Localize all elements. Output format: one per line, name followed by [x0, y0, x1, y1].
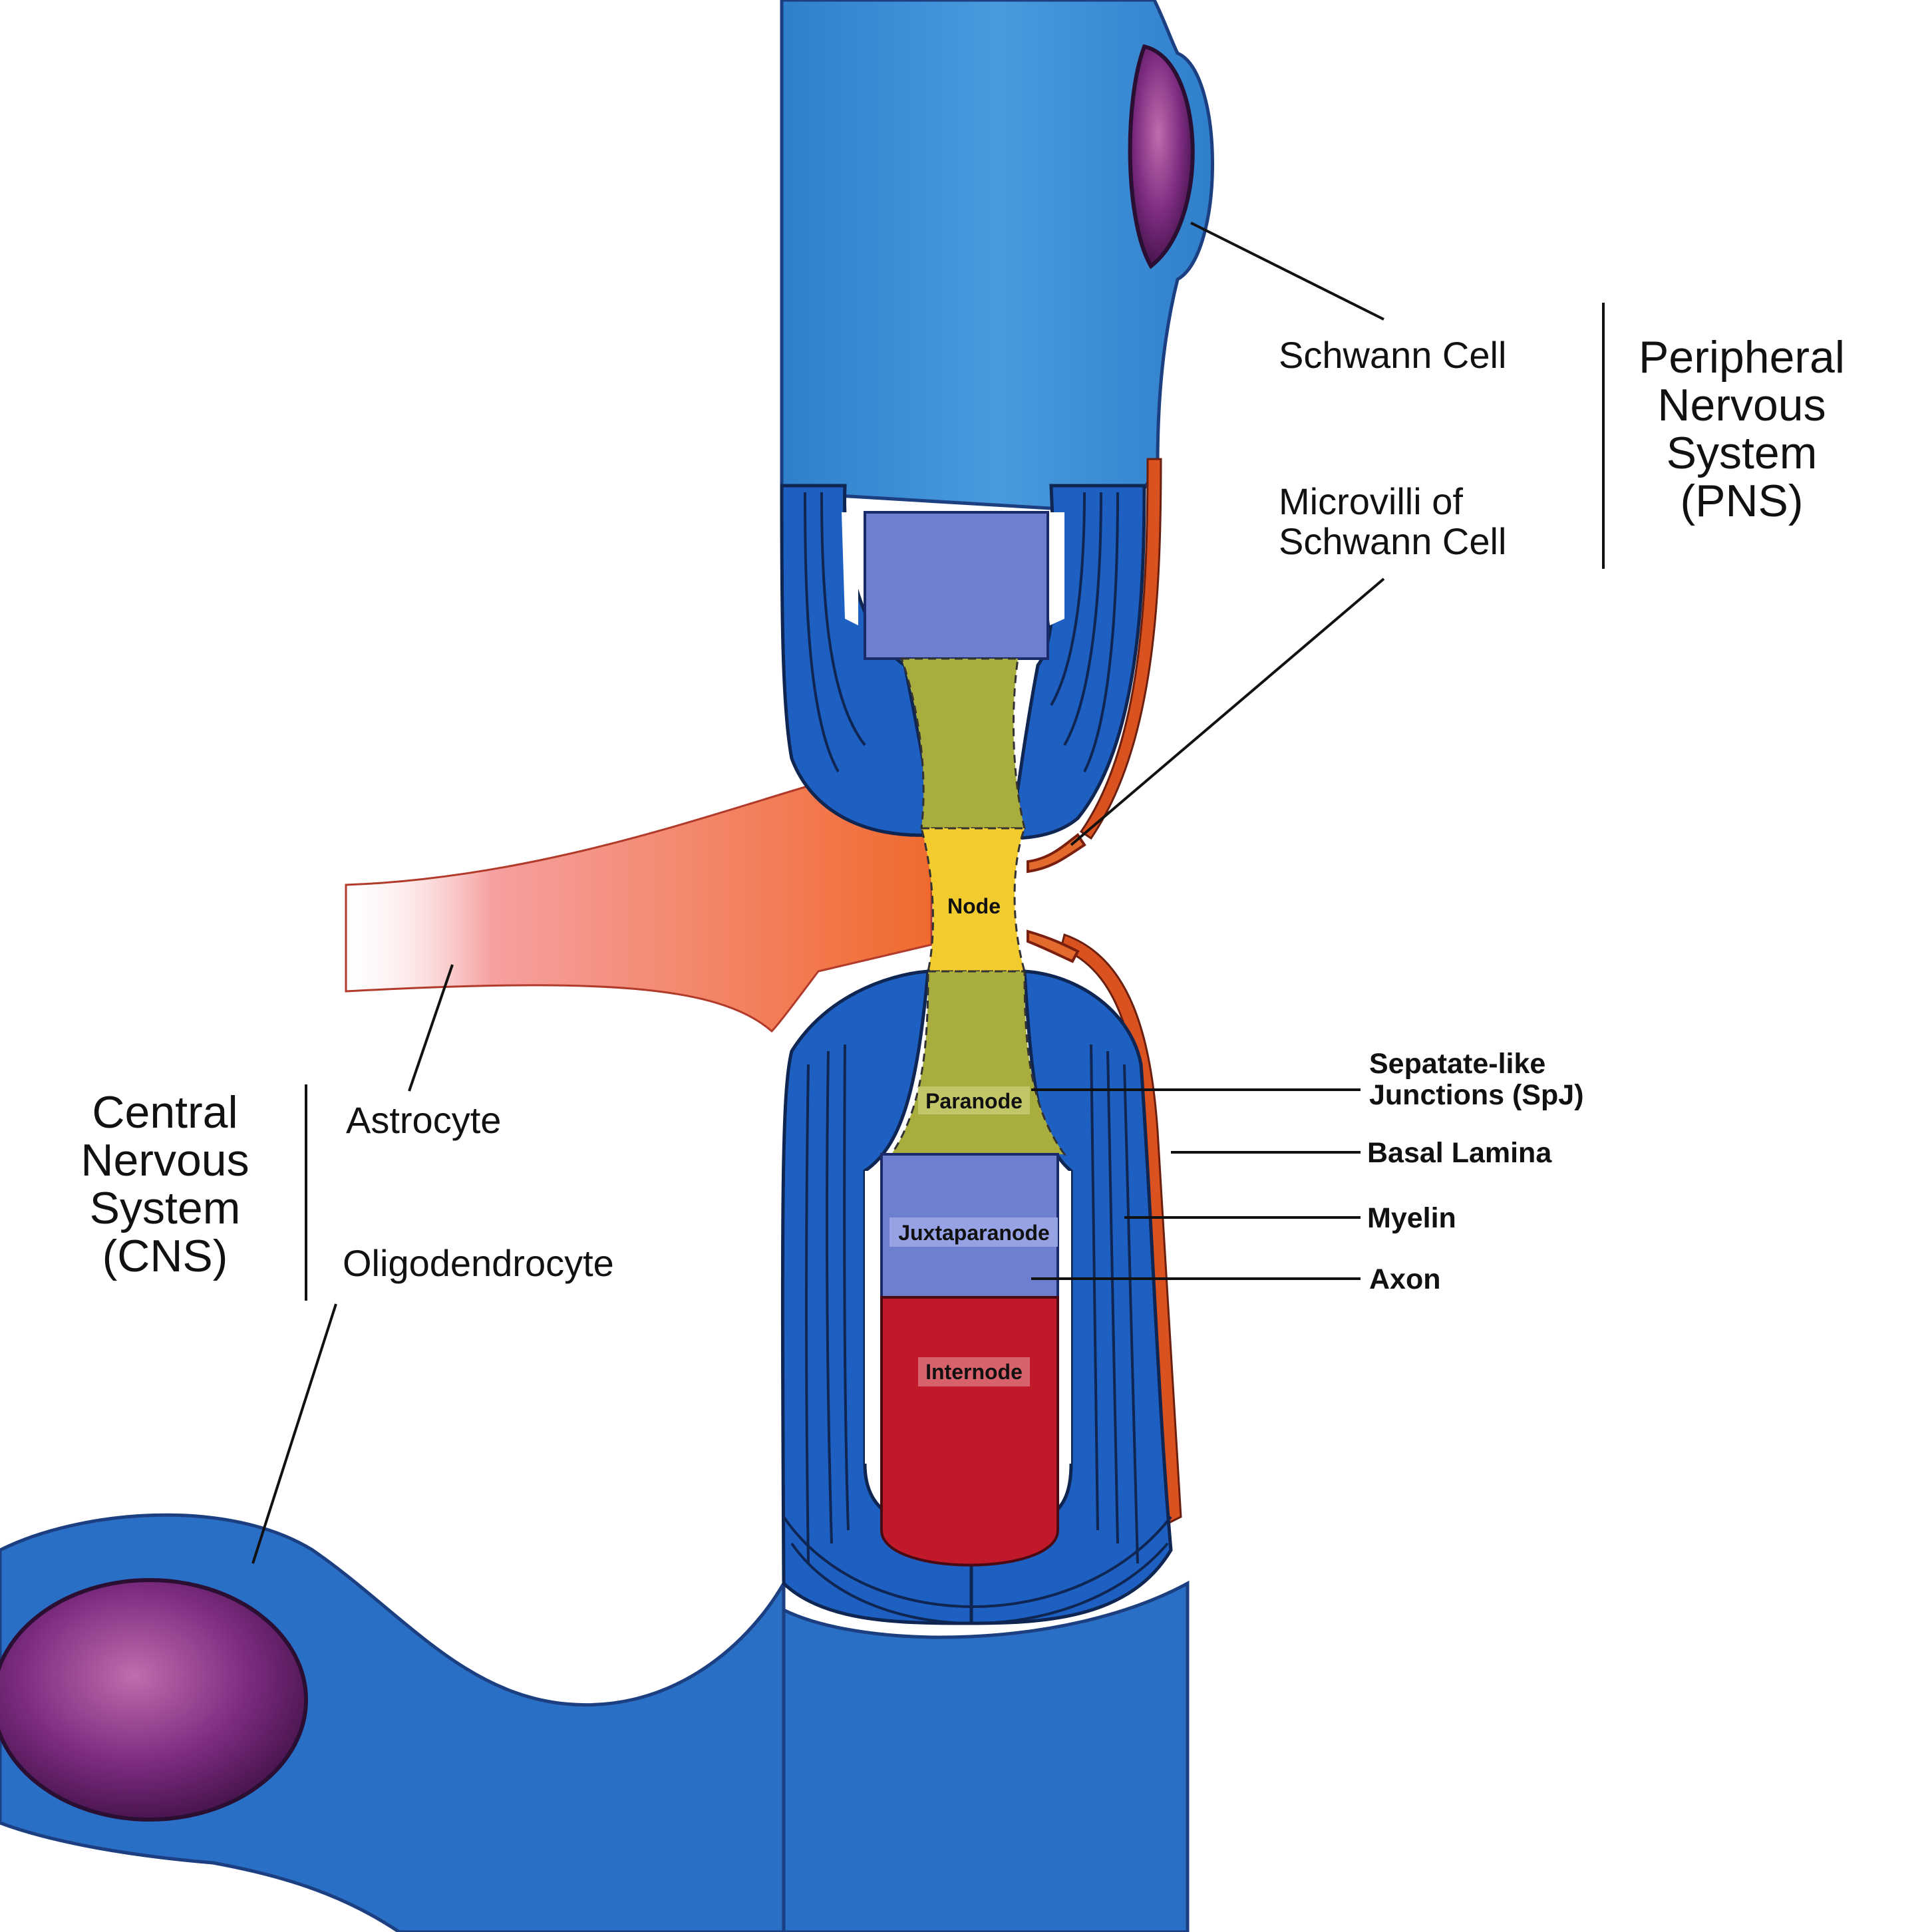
- internode-region: [880, 1296, 1059, 1567]
- astrocyte-process: [345, 784, 933, 1033]
- myelin-label: Myelin: [1367, 1202, 1456, 1234]
- microvilli-label-line1: Microvilli of: [1279, 480, 1463, 522]
- oligodendrocyte-nucleus: [0, 1578, 308, 1822]
- basal-lamina-top: [1079, 458, 1162, 840]
- cns-label: Central Nervous System (CNS): [80, 1087, 249, 1281]
- axon-label: Axon: [1369, 1263, 1441, 1295]
- cns-label-line3: System: [90, 1183, 241, 1233]
- juxtaparanode-label: Juxtaparanode: [898, 1221, 1050, 1245]
- basal-lamina-label: Basal Lamina: [1367, 1137, 1552, 1169]
- microvilli: [1027, 833, 1086, 963]
- juxtaparanode-upper: [864, 511, 1049, 660]
- paranode-label: Paranode: [925, 1089, 1023, 1113]
- schwann-cell-top: [780, 0, 1214, 514]
- oligodendrocyte-process-stem: [782, 1580, 1190, 1932]
- schwann-cell-nucleus: [1128, 44, 1195, 269]
- spj-label-line1: Sepatate-like: [1369, 1048, 1545, 1080]
- spj-label-line2: Junctions (SpJ): [1369, 1079, 1584, 1111]
- leader-lines: [251, 222, 1605, 1564]
- oligodendrocyte-label: Oligodendrocyte: [343, 1242, 614, 1284]
- cns-label-line2: Nervous: [80, 1135, 249, 1186]
- schwann-cell-label: Schwann Cell: [1279, 334, 1506, 376]
- pns-label-line3: System: [1667, 428, 1818, 478]
- node-label: Node: [947, 894, 1001, 918]
- node-region: [920, 827, 1027, 973]
- basal-lamina-bottom: [1060, 933, 1182, 1526]
- pns-label-line2: Nervous: [1657, 380, 1826, 430]
- pns-label: Peripheral Nervous System (PNS): [1639, 332, 1845, 526]
- oligodendrocyte: [0, 1513, 786, 1932]
- pns-label-line4: (PNS): [1680, 476, 1803, 526]
- internode-label: Internode: [925, 1360, 1023, 1384]
- pns-label-line1: Peripheral: [1639, 332, 1845, 383]
- cns-label-line4: (CNS): [102, 1231, 228, 1281]
- microvilli-label-line2: Schwann Cell: [1279, 520, 1506, 562]
- astrocyte-label: Astrocyte: [346, 1099, 501, 1141]
- cns-label-line1: Central: [92, 1087, 238, 1138]
- myelin-lower: [780, 969, 1173, 1625]
